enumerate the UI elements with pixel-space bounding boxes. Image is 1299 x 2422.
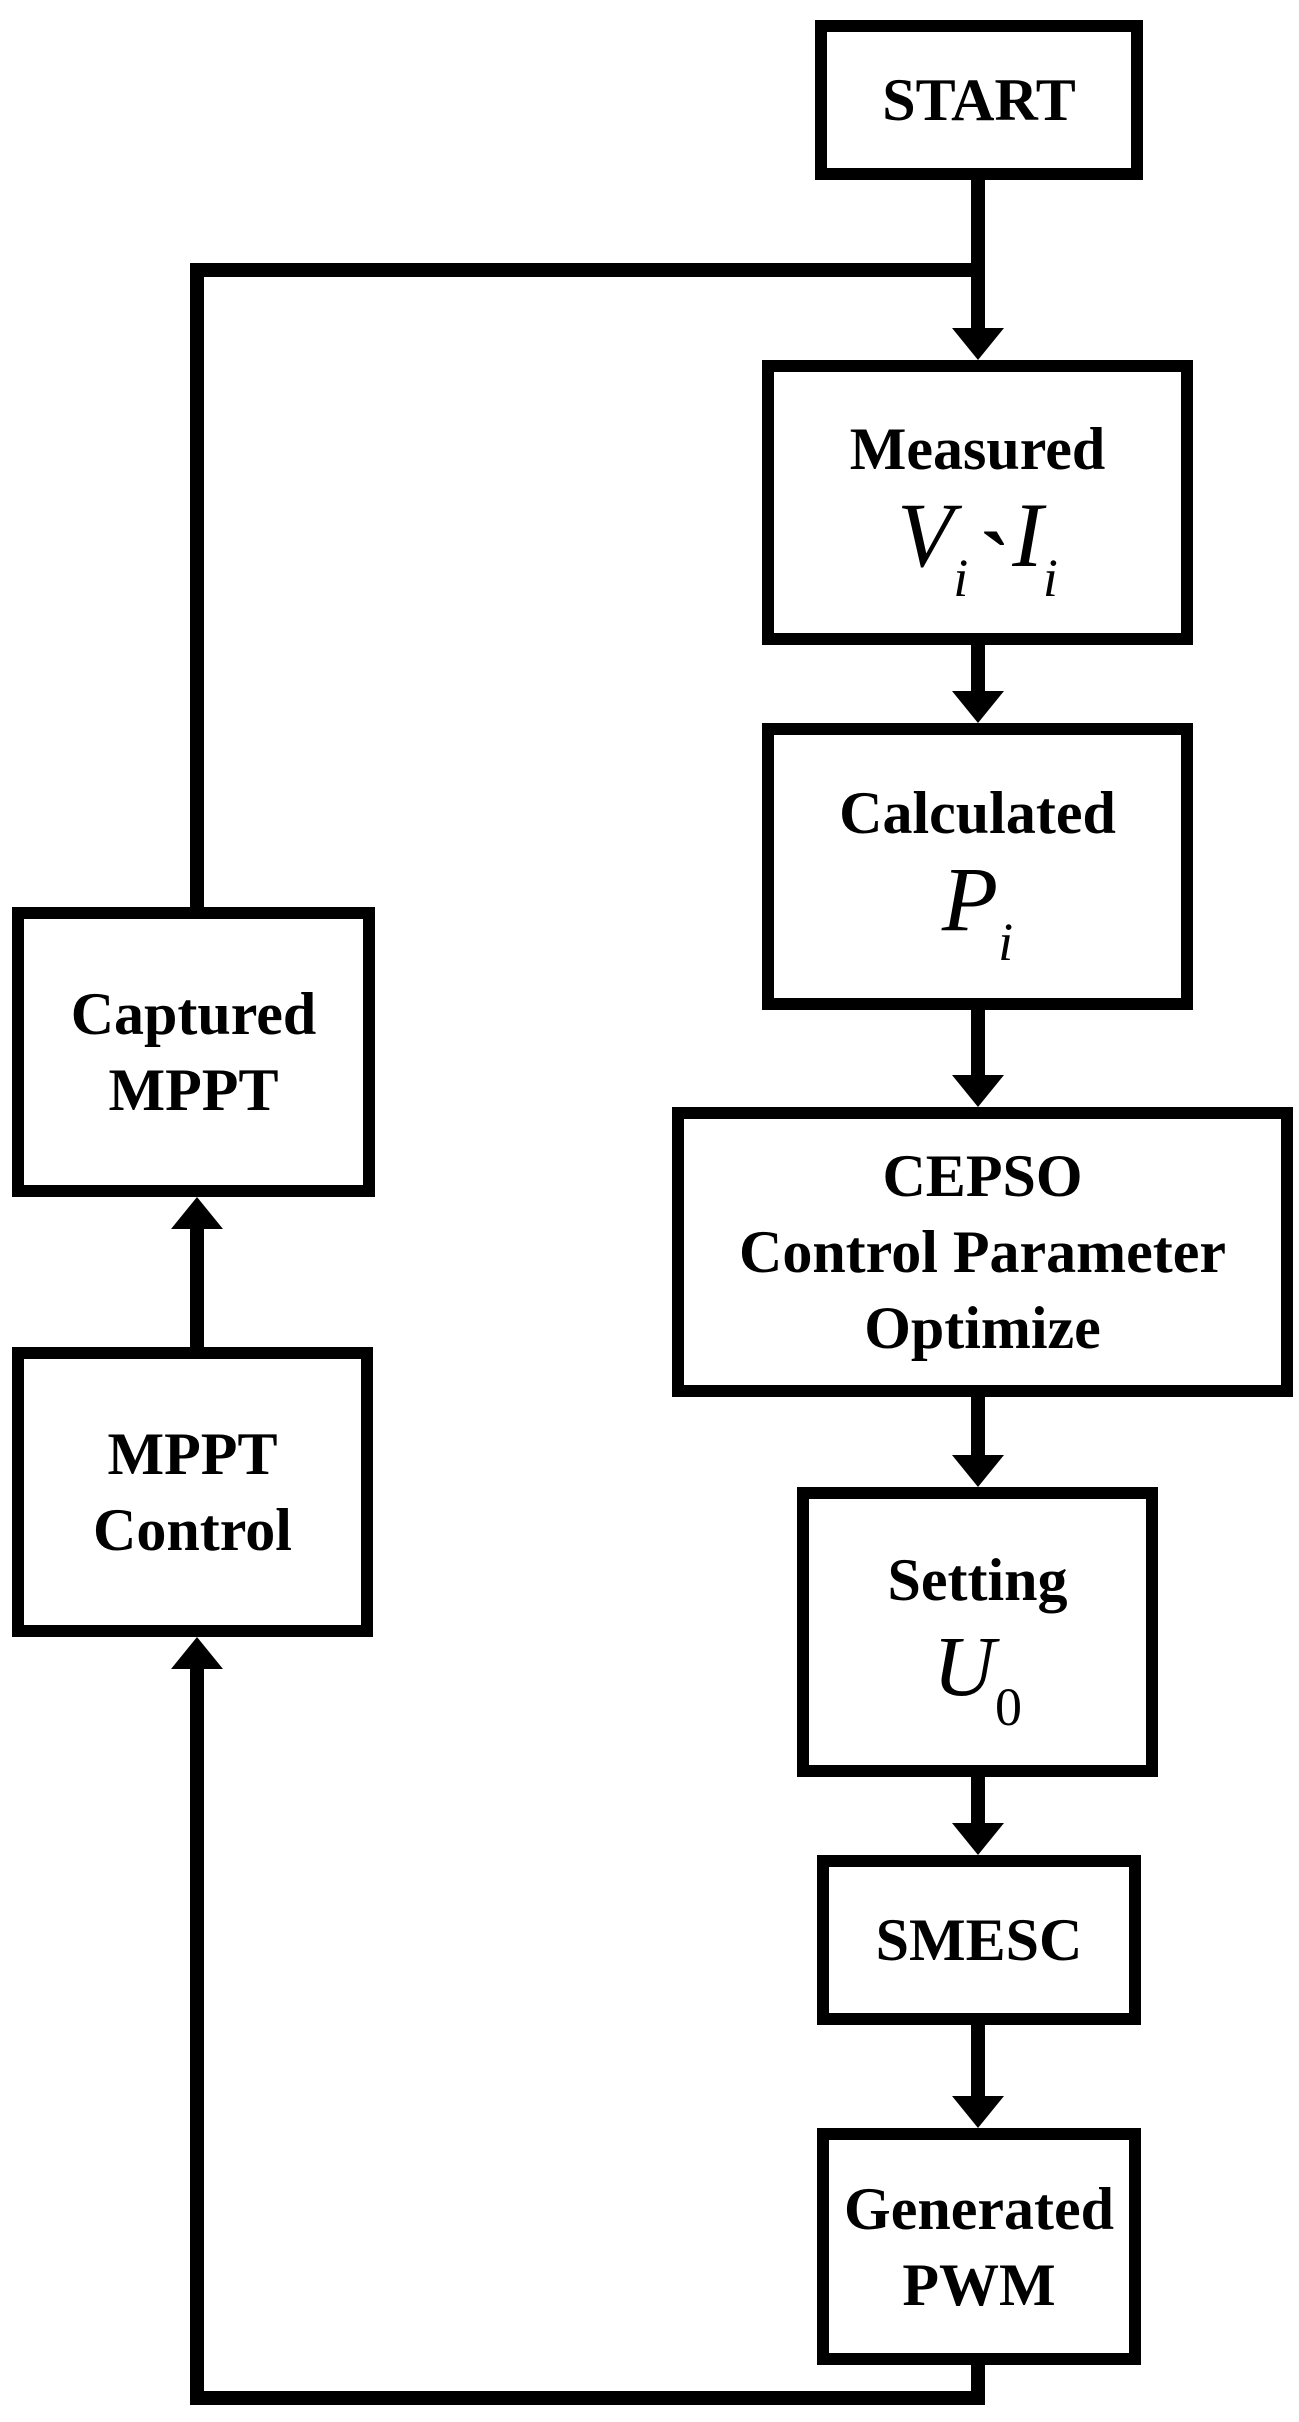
setting-box: Setting U0 <box>797 1487 1158 1777</box>
edge-setting-smesc-line <box>971 1777 985 1825</box>
edge-calculated-cepso-arrowhead <box>952 1075 1004 1107</box>
calculated-math: Pi <box>942 853 1013 972</box>
measured-label: Measured <box>849 416 1106 482</box>
cepso-line-1: CEPSO <box>882 1143 1083 1209</box>
calculated-sub1: i <box>998 912 1014 972</box>
captured-line-2: MPPT <box>108 1057 279 1123</box>
edge-mppt-captured-line <box>190 1227 204 1347</box>
mppt-control-line-2: Control <box>93 1497 292 1563</box>
calculated-label: Calculated <box>839 780 1116 846</box>
cepso-line-2: Control Parameter <box>738 1219 1227 1285</box>
measured-box: Measured Vi`Ii <box>762 360 1193 645</box>
captured-line-1: Captured <box>70 981 317 1047</box>
cepso-line-3: Optimize <box>864 1295 1101 1361</box>
calculated-var1: P <box>941 848 999 950</box>
calculated-box: Calculated Pi <box>762 723 1193 1010</box>
edge-feedback-bottom-line <box>190 2391 985 2405</box>
edge-calculated-cepso-line <box>971 1010 985 1077</box>
edge-cepso-setting-line <box>971 1397 985 1457</box>
mppt-control-line-1: MPPT <box>107 1421 278 1487</box>
measured-sub2: i <box>1042 548 1058 608</box>
setting-sub1: 0 <box>995 1676 1023 1737</box>
edge-smesc-pwm-arrowhead <box>952 2096 1004 2128</box>
edge-smesc-pwm-line <box>971 2025 985 2098</box>
smesc-label: SMESC <box>875 1907 1083 1973</box>
cepso-box: CEPSO Control Parameter Optimize <box>672 1107 1293 1397</box>
edge-setting-smesc-arrowhead <box>952 1823 1004 1855</box>
setting-label: Setting <box>887 1546 1068 1613</box>
smesc-box: SMESC <box>817 1855 1141 2025</box>
pwm-line-2: PWM <box>902 2251 1056 2318</box>
measured-math: Vi`Ii <box>897 489 1058 611</box>
edge-feedback-left-line <box>190 1667 204 2405</box>
setting-math: U0 <box>932 1617 1022 1737</box>
edge-start-measured-line <box>971 180 985 330</box>
setting-var1: U <box>932 1617 996 1714</box>
edge-measured-calculated-arrowhead <box>952 691 1004 723</box>
edge-captured-top-line <box>190 263 985 277</box>
edge-measured-calculated-line <box>971 643 985 693</box>
measured-var2: I <box>1012 484 1043 586</box>
start-label: START <box>882 67 1076 133</box>
edge-cepso-setting-arrowhead <box>952 1455 1004 1487</box>
measured-separator: ` <box>980 515 1011 614</box>
pwm-line-1: Generated <box>844 2175 1114 2242</box>
edge-feedback-mppt-arrowhead <box>171 1637 223 1669</box>
captured-mppt-box: Captured MPPT <box>12 907 375 1197</box>
start-box: START <box>815 20 1143 180</box>
measured-var1: V <box>897 484 954 586</box>
edge-mppt-captured-arrowhead <box>171 1197 223 1229</box>
edge-captured-up-line <box>190 263 204 907</box>
mppt-control-box: MPPT Control <box>12 1347 373 1637</box>
measured-sub1: i <box>953 548 969 608</box>
edge-start-measured-arrowhead <box>952 328 1004 360</box>
generated-pwm-box: Generated PWM <box>817 2128 1141 2365</box>
